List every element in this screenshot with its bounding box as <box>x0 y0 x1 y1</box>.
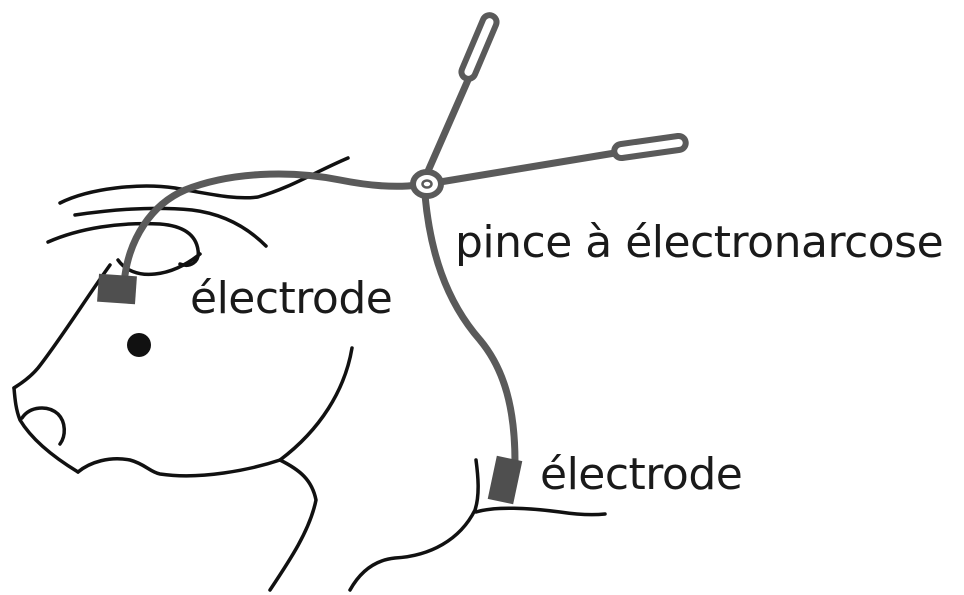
shoulder <box>474 506 607 517</box>
arm-upper <box>421 76 472 182</box>
electrode-neck-pad <box>487 455 523 505</box>
nostril <box>20 406 66 446</box>
arm-right <box>436 149 619 186</box>
electrode-head-label: électrode <box>190 273 393 324</box>
horn-lower <box>73 206 268 248</box>
handle-right <box>611 132 689 162</box>
chest <box>348 458 480 592</box>
cable-head <box>121 170 422 279</box>
electrode-neck-label: électrode <box>540 449 743 500</box>
eye <box>127 333 151 357</box>
handle-upper <box>458 12 500 82</box>
ear <box>46 221 200 267</box>
tongs-label: pince à électronarcose <box>455 217 944 268</box>
jaw <box>76 457 282 478</box>
throat <box>268 458 318 592</box>
neck-back <box>278 346 354 462</box>
pivot-hole <box>421 179 433 189</box>
electrode-head-pad <box>97 273 137 305</box>
tongs-device <box>121 12 689 466</box>
muzzle <box>12 386 80 474</box>
horn-upper <box>58 156 350 205</box>
cow-outline <box>12 156 607 592</box>
face-front <box>12 263 112 390</box>
cable-neck <box>421 191 519 466</box>
